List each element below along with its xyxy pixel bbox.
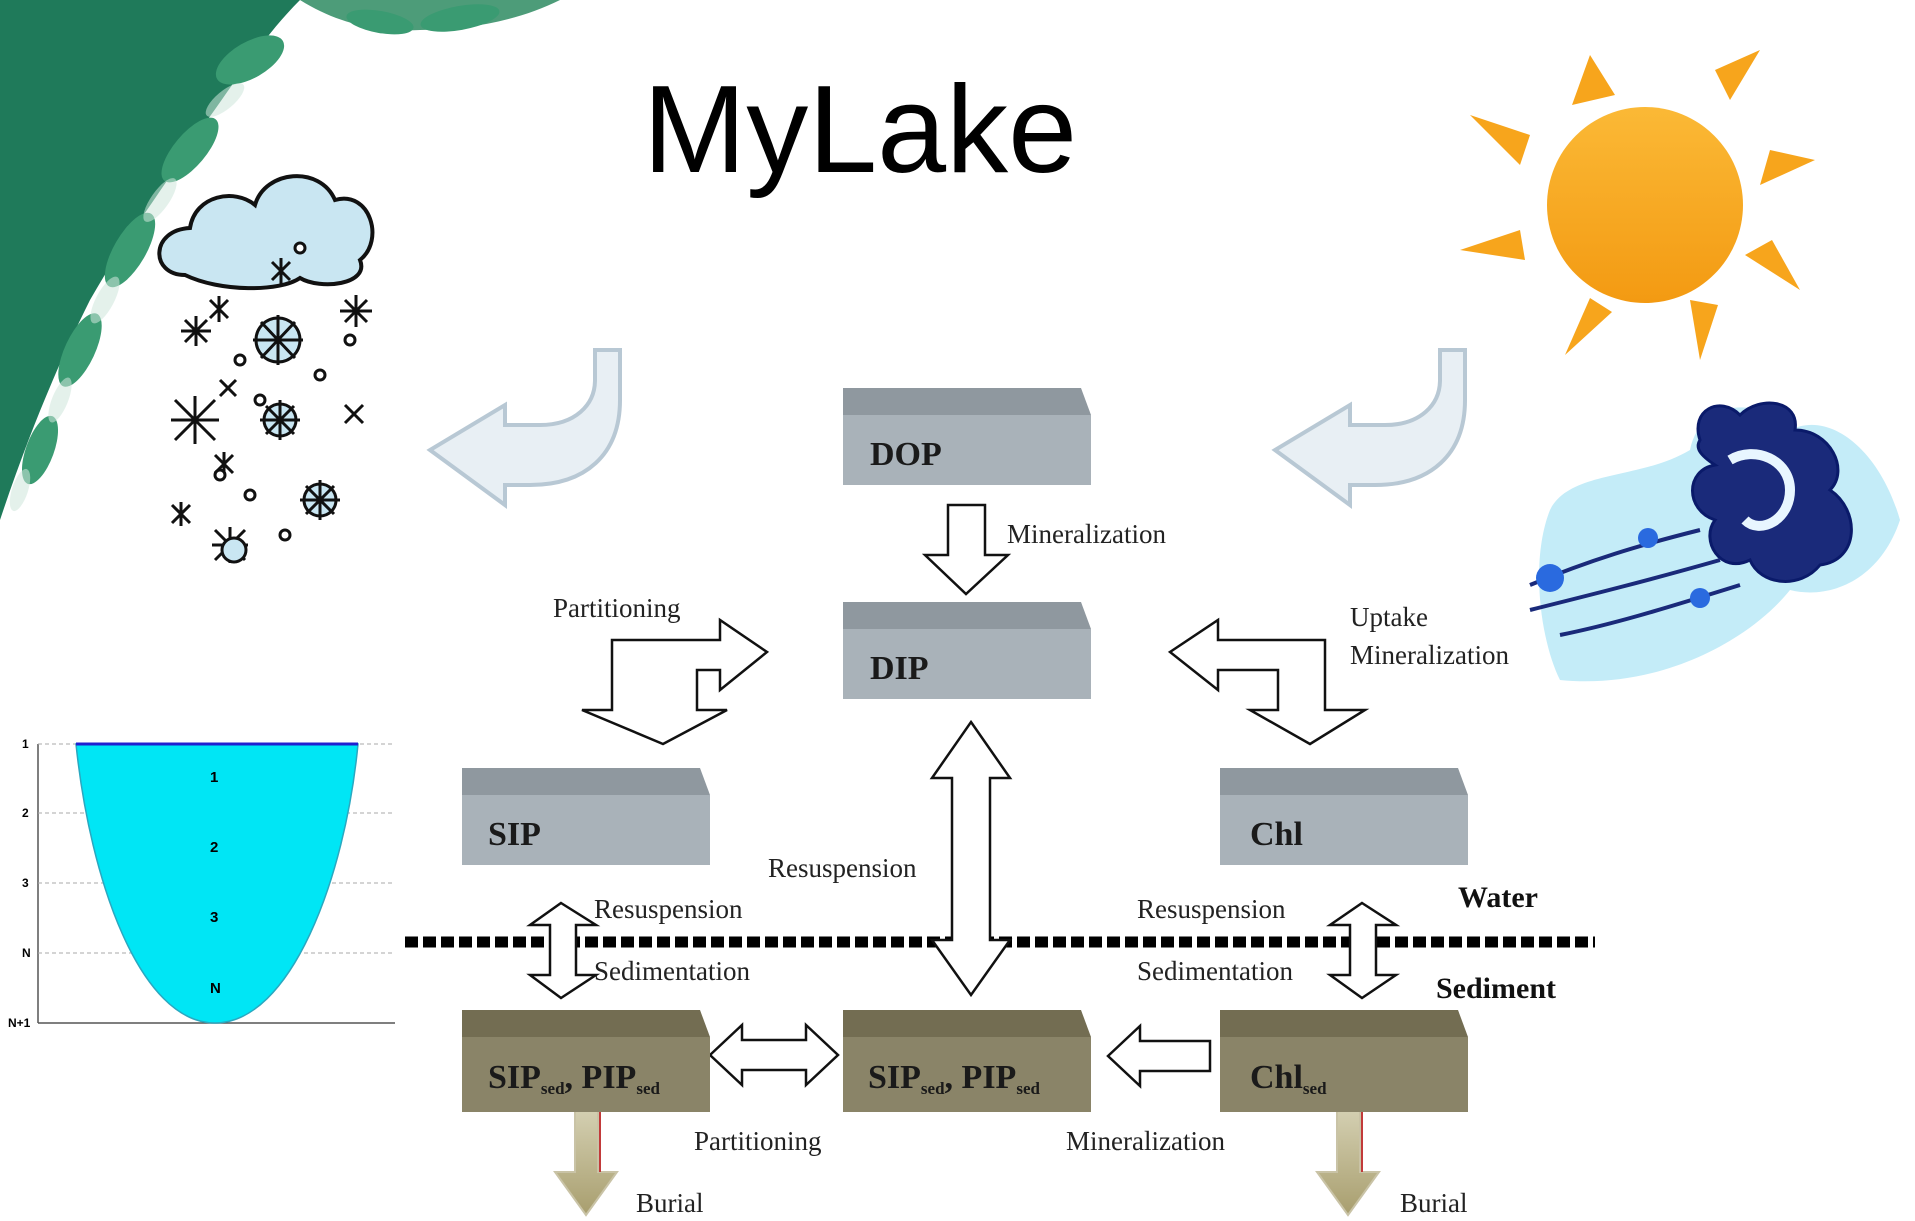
sip-resuspension-sedimentation-arrow — [526, 901, 601, 1000]
uptake-mineralization-double-arrow — [1167, 617, 1370, 746]
sediment-partitioning-double-arrow — [708, 1022, 840, 1088]
svg-text:N: N — [22, 946, 31, 960]
leaf-canopy-icon — [0, 0, 560, 520]
svg-text:1: 1 — [210, 769, 218, 786]
svg-text:3: 3 — [210, 909, 218, 926]
lake-profile-layer-labels: 1 2 3 N — [210, 769, 221, 997]
curved-arrow-left-icon — [426, 348, 622, 509]
svg-text:3: 3 — [22, 876, 29, 890]
box-sip: SIP — [462, 768, 710, 865]
lake-profile: 1 2 3 N N+1 1 2 3 N — [8, 737, 395, 1030]
svg-text:N: N — [210, 980, 221, 997]
label-sedimentation-left: Sedimentation — [594, 956, 750, 986]
svg-text:1: 1 — [22, 737, 29, 751]
svg-text:N+1: N+1 — [8, 1016, 31, 1030]
box-dop-label: DOP — [870, 436, 942, 473]
label-resuspension-left: Resuspension — [594, 894, 743, 924]
zone-water-label: Water — [1458, 881, 1538, 914]
label-partitioning-bottom: Partitioning — [694, 1126, 822, 1156]
label-resuspension-center: Resuspension — [768, 853, 917, 883]
partitioning-double-arrow — [581, 617, 770, 746]
label-mineralization-bottom: Mineralization — [1066, 1126, 1225, 1156]
chl-resuspension-sedimentation-arrow — [1325, 901, 1401, 1000]
box-dop: DOP — [843, 388, 1091, 485]
label-burial-right: Burial — [1400, 1188, 1468, 1218]
snow-cloud-icon — [157, 174, 375, 564]
box-sip-pip-sed-mid: SIPsed, PIPsed — [843, 1010, 1091, 1112]
svg-text:2: 2 — [22, 806, 29, 820]
mineralization-arrow — [921, 503, 1012, 596]
resuspension-center-double-arrow — [929, 719, 1013, 998]
sun-icon — [1460, 50, 1815, 360]
svg-text:2: 2 — [210, 839, 218, 856]
zone-sediment-label: Sediment — [1436, 972, 1556, 1005]
box-dip: DIP — [843, 602, 1091, 699]
box-sip-label: SIP — [488, 816, 541, 853]
sediment-mineralization-arrow — [1106, 1023, 1212, 1089]
label-uptake: Uptake — [1350, 602, 1428, 632]
label-resuspension-right: Resuspension — [1137, 894, 1286, 924]
box-chl: Chl — [1220, 768, 1468, 865]
wind-gust-icon — [1529, 401, 1900, 682]
box-sip-pip-sed-mid-label: SIPsed, PIPsed — [868, 1059, 1040, 1098]
label-burial-left: Burial — [636, 1188, 704, 1218]
burial-arrow-right — [1315, 1099, 1381, 1217]
label-mineralization-top: Mineralization — [1007, 519, 1166, 549]
slide-title: MyLake — [642, 61, 1078, 199]
label-mineralization-right: Mineralization — [1350, 640, 1509, 670]
box-chl-label: Chl — [1250, 816, 1303, 853]
box-chl-sed-label: Chlsed — [1250, 1059, 1327, 1098]
curved-arrow-right-icon — [1271, 348, 1467, 509]
label-sedimentation-right: Sedimentation — [1137, 956, 1293, 986]
box-sip-pip-sed-left-label: SIPsed, PIPsed — [488, 1059, 660, 1098]
box-chl-sed: Chlsed — [1220, 1010, 1468, 1112]
lake-profile-ticks: 1 2 3 N N+1 — [8, 737, 31, 1030]
label-partitioning-top: Partitioning — [553, 593, 681, 623]
burial-arrow-left — [553, 1099, 619, 1217]
box-sip-pip-sed-left: SIPsed, PIPsed — [462, 1010, 710, 1112]
box-dip-label: DIP — [870, 650, 929, 687]
